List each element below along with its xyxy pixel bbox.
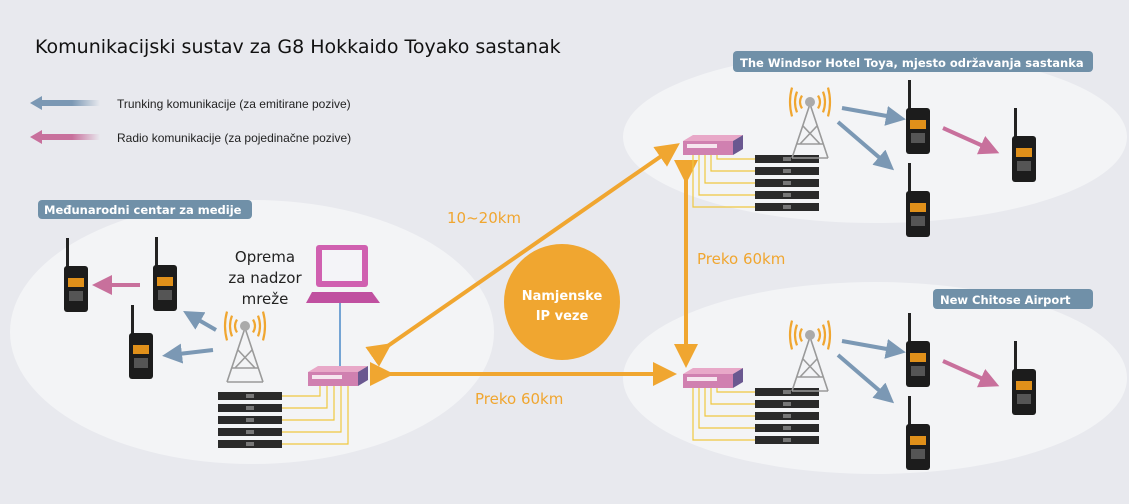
radio-legend-arrow: [30, 130, 100, 144]
distance-media-airport: Preko 60km: [475, 390, 563, 408]
repeater-server-icon: [755, 191, 819, 199]
airport-label: New Chitose Airport: [940, 293, 1071, 307]
repeater-server-icon: [218, 440, 282, 448]
cable-line: [698, 388, 755, 429]
cable-line: [692, 155, 755, 208]
repeater-server-icon: [755, 436, 819, 444]
distance-media-windsor: 10~20km: [447, 209, 521, 227]
monitor-computer-icon: [306, 245, 380, 368]
windsor-label: The Windsor Hotel Toya, mjesto održavanj…: [740, 56, 1084, 70]
repeater-server-icon: [755, 167, 819, 175]
trunking-arrow: [836, 353, 895, 404]
radio-handset-icon: [906, 396, 930, 470]
radio-tower-icon: [788, 320, 832, 392]
network-switch-icon: [683, 368, 743, 388]
radio-tower-icon: [788, 87, 832, 159]
repeater-server-icon: [755, 155, 819, 163]
radio-handset-icon: [64, 238, 88, 312]
repeater-server-icon: [755, 424, 819, 432]
trunking-arrow: [841, 106, 906, 126]
ip-link-circle: [504, 244, 620, 360]
network-switch-icon: [308, 366, 368, 386]
repeater-server-icon: [218, 404, 282, 412]
radio-handset-icon: [1012, 341, 1036, 415]
radio-tower-icon: [223, 311, 267, 383]
repeater-server-icon: [218, 428, 282, 436]
media-center-tag: [38, 200, 252, 219]
trunking-legend-arrow: [30, 96, 100, 110]
airport-area: [623, 282, 1127, 474]
cable-line: [716, 155, 755, 160]
cable-line: [282, 386, 328, 409]
cable-line: [710, 155, 755, 172]
link-media-windsor: [365, 143, 680, 367]
monitoring-label-3: mreže: [242, 290, 289, 308]
media-center-area: [10, 200, 494, 464]
cable-line: [282, 386, 342, 433]
radio-handset-icon: [129, 305, 153, 379]
repeater-server-icon: [218, 392, 282, 400]
airport-tag: [933, 289, 1093, 309]
trunking-arrow: [836, 120, 895, 171]
windsor-area: [623, 51, 1127, 223]
ip-link-line2: IP veze: [536, 309, 589, 324]
cable-line: [710, 388, 755, 405]
cable-line: [698, 155, 755, 196]
media-center-label: Međunarodni centar za medije: [44, 203, 242, 217]
legend-trunking: Trunking komunikacije (za emitirane pozi…: [117, 97, 351, 111]
trunking-arrow: [841, 339, 906, 359]
radio-handset-icon: [1012, 108, 1036, 182]
ip-link-line1: Namjenske: [522, 289, 603, 304]
cable-line: [716, 388, 755, 393]
legend-radio: Radio komunikacije (za pojedinačne poziv…: [117, 131, 351, 145]
cable-line: [692, 388, 755, 441]
radio-handset-icon: [906, 80, 930, 154]
monitoring-label-1: Oprema: [235, 248, 295, 266]
radio-arrow: [942, 126, 1000, 155]
cable-line: [704, 388, 755, 417]
radio-handset-icon: [153, 237, 177, 311]
repeater-server-icon: [755, 179, 819, 187]
repeater-server-icon: [755, 412, 819, 420]
repeater-server-icon: [755, 400, 819, 408]
cable-line: [282, 386, 349, 445]
cable-line: [282, 386, 335, 421]
radio-handset-icon: [906, 163, 930, 237]
repeater-server-icon: [218, 416, 282, 424]
repeater-server-icon: [755, 388, 819, 396]
radio-handset-icon: [906, 313, 930, 387]
radio-arrow: [942, 359, 1000, 388]
distance-windsor-airport: Preko 60km: [697, 250, 785, 268]
network-switch-icon: [683, 135, 743, 155]
page-title: Komunikacijski sustav za G8 Hokkaido Toy…: [35, 36, 561, 58]
trunking-arrow: [183, 311, 217, 332]
cable-line: [282, 386, 321, 397]
windsor-tag: [733, 51, 1093, 72]
repeater-server-icon: [755, 203, 819, 211]
cable-line: [704, 155, 755, 184]
trunking-arrow: [162, 343, 214, 364]
monitoring-label-2: za nadzor: [228, 269, 302, 287]
